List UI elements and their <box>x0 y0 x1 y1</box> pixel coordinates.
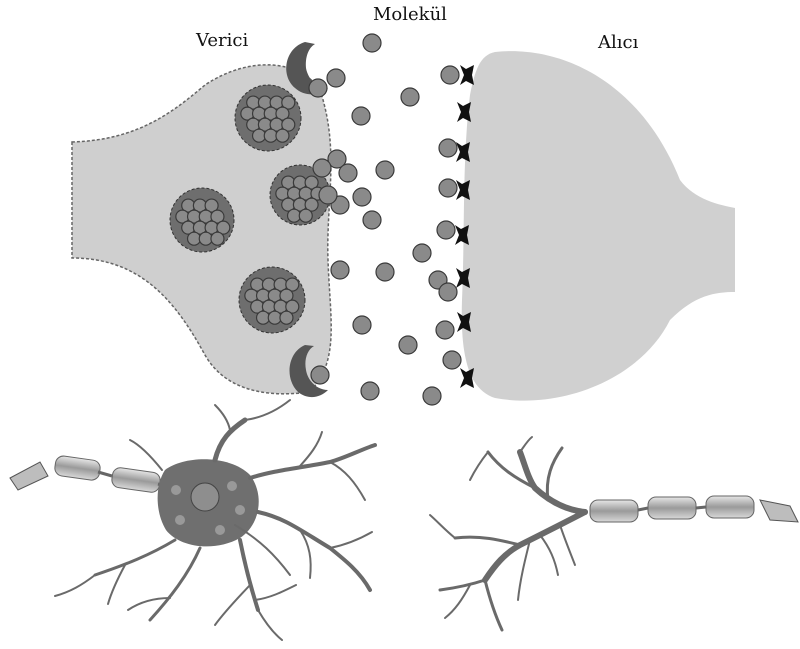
neurotransmitter-molecule <box>439 139 457 157</box>
vesicle-molecule <box>280 311 293 324</box>
vesicle-molecule <box>288 209 301 222</box>
neurotransmitter-molecule <box>363 211 381 229</box>
neurotransmitter-molecule <box>361 382 379 400</box>
neurotransmitter-molecule <box>353 188 371 206</box>
neurotransmitter-molecule <box>339 164 357 182</box>
neurotransmitter-molecule <box>423 387 441 405</box>
receiver-label: Alıcı <box>598 32 638 53</box>
receiver-neuron <box>430 437 798 630</box>
neurotransmitter-molecule <box>437 221 455 239</box>
neurotransmitter-molecule <box>436 321 454 339</box>
postsynaptic-terminal <box>462 51 735 400</box>
neurotransmitter-molecule <box>399 336 417 354</box>
receptor <box>455 225 469 245</box>
neurotransmitter-molecule <box>319 186 337 204</box>
neurotransmitter-molecule <box>311 366 329 384</box>
neurotransmitter-molecule <box>376 161 394 179</box>
neurotransmitter-molecule <box>331 261 349 279</box>
vesicle-molecule <box>299 209 312 222</box>
molecule-label: Molekül <box>373 4 447 25</box>
neurotransmitter-molecule <box>353 316 371 334</box>
neurotransmitter-molecule <box>443 351 461 369</box>
receptor <box>456 180 470 200</box>
vesicle-molecule <box>264 129 277 142</box>
vesicle-molecule <box>211 232 224 245</box>
receptor <box>460 368 474 388</box>
neurotransmitter-molecule <box>439 179 457 197</box>
sender-label: Verici <box>196 30 248 51</box>
vesicle-molecule <box>188 232 201 245</box>
vesicle-molecule <box>268 311 281 324</box>
neurotransmitter-molecule <box>376 263 394 281</box>
molecule-group <box>309 34 461 405</box>
vesicle-molecule <box>199 232 212 245</box>
neurotransmitter-molecule <box>441 66 459 84</box>
neurotransmitter-molecule <box>327 69 345 87</box>
neurotransmitter-molecule <box>363 34 381 52</box>
neurotransmitter-molecule <box>309 79 327 97</box>
receptor <box>460 65 474 85</box>
receptor <box>457 102 471 122</box>
sender-neuron <box>10 400 375 640</box>
receptor <box>456 142 470 162</box>
neurotransmitter-molecule <box>313 159 331 177</box>
neurotransmitter-molecule <box>439 283 457 301</box>
neurotransmitter-molecule <box>352 107 370 125</box>
neurotransmitter-molecule <box>413 244 431 262</box>
vesicle-molecule <box>257 311 270 324</box>
vesicle-molecule <box>253 129 266 142</box>
vesicle-molecule <box>276 129 289 142</box>
neurotransmitter-molecule <box>401 88 419 106</box>
